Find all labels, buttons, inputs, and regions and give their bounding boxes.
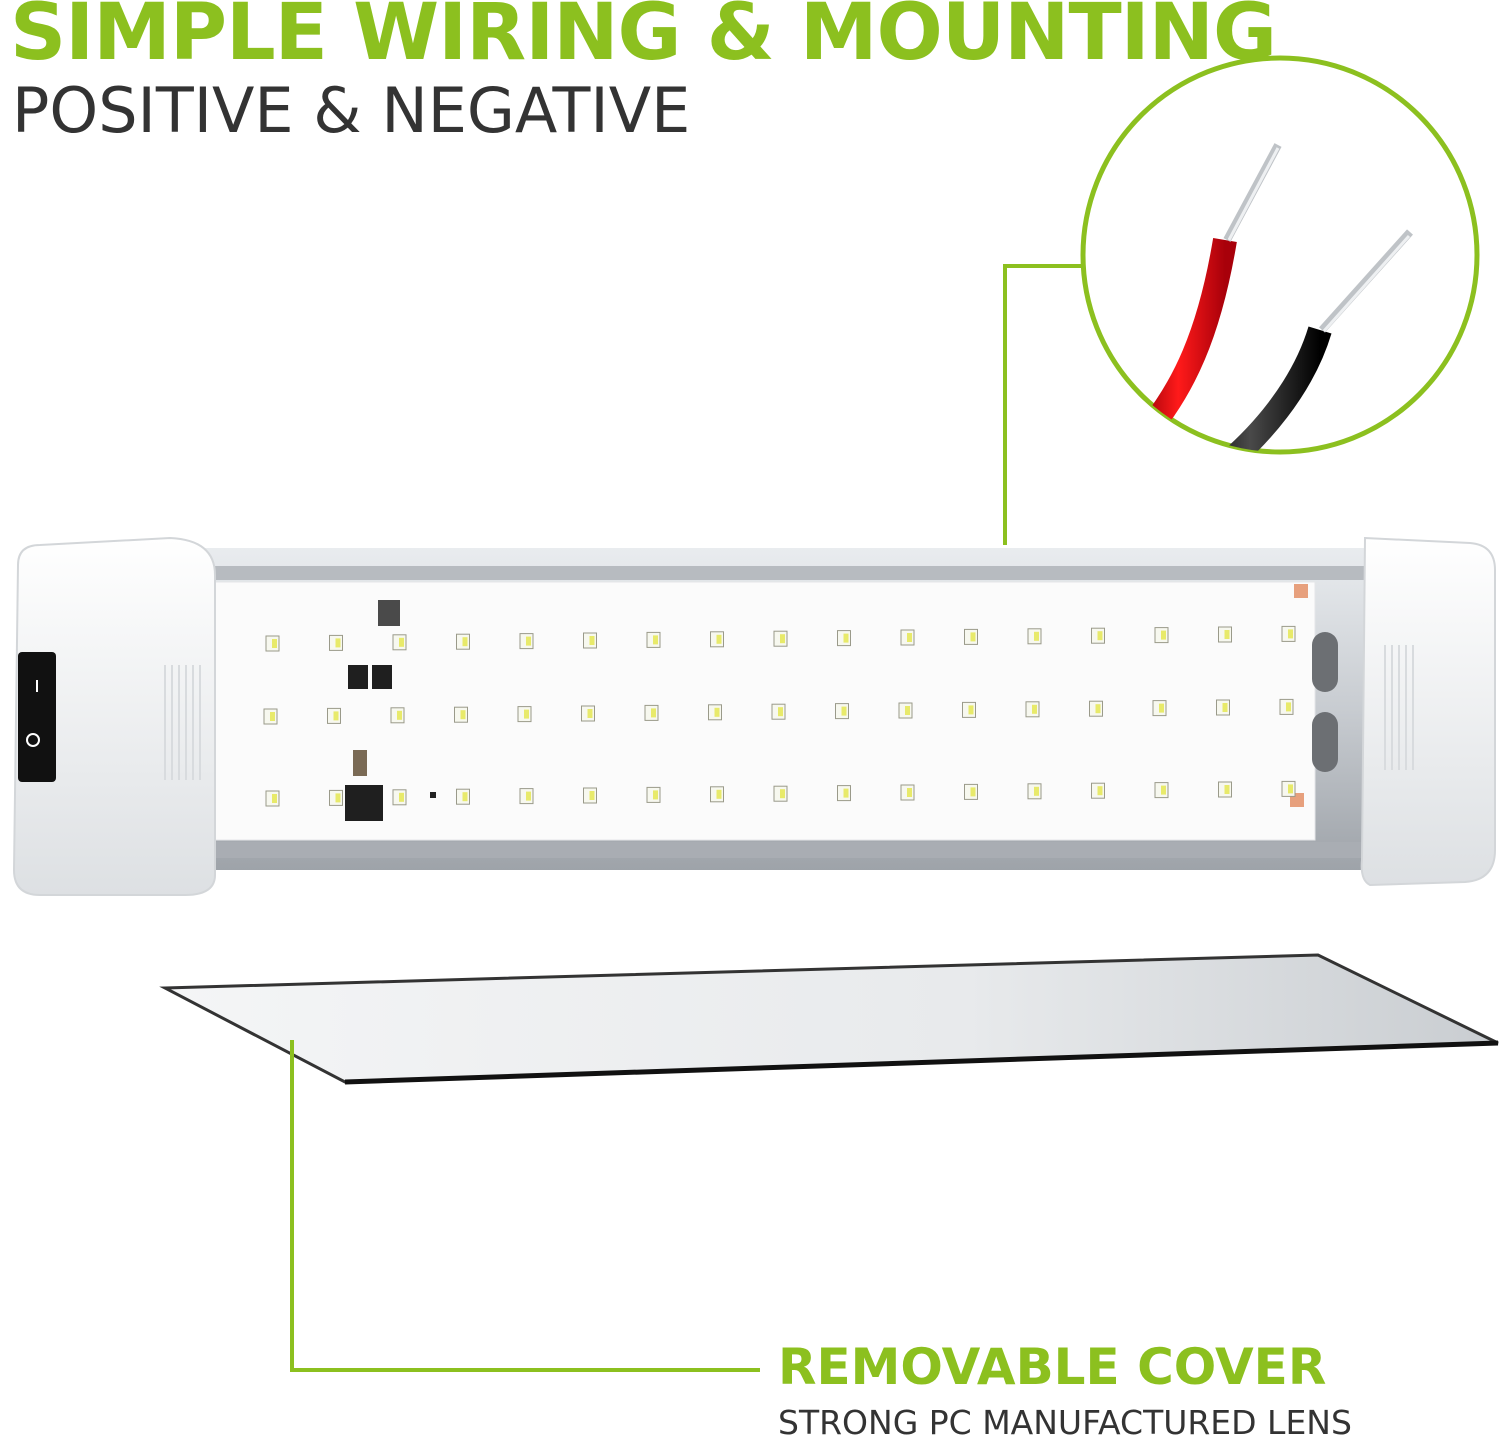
- mounting-slot: [1312, 712, 1338, 772]
- led-chip-phosphor: [843, 633, 849, 643]
- led-chip-phosphor: [714, 707, 720, 717]
- led-chip-phosphor: [1097, 631, 1103, 641]
- led-chip-phosphor: [968, 705, 974, 715]
- led-chip-phosphor: [587, 709, 593, 718]
- wire-detail-circle: [1080, 55, 1480, 455]
- led-chip-phosphor: [460, 710, 466, 720]
- led-chip-phosphor: [1161, 630, 1166, 640]
- led-chip-phosphor: [1097, 786, 1103, 796]
- led-chip-phosphor: [272, 794, 277, 803]
- right-end-cap: [1360, 536, 1496, 887]
- led-chip-phosphor: [843, 788, 849, 798]
- led-chip-phosphor: [462, 637, 468, 647]
- led-chip-phosphor: [462, 792, 468, 802]
- led-light-bar: [12, 536, 1496, 896]
- led-chip-phosphor: [1224, 785, 1230, 794]
- led-chip-phosphor: [907, 633, 912, 642]
- led-chip-phosphor: [335, 793, 341, 803]
- led-chip-phosphor: [780, 789, 785, 799]
- led-chip-phosphor: [272, 639, 277, 648]
- led-chip-phosphor: [780, 634, 785, 644]
- led-chip-phosphor: [1095, 704, 1101, 714]
- led-chip-phosphor: [841, 706, 847, 716]
- mounting-slot: [1312, 632, 1338, 692]
- led-chip-phosphor: [905, 706, 910, 715]
- led-chip-phosphor: [970, 787, 976, 797]
- wire-callout-line: [1003, 264, 1085, 545]
- led-chip-phosphor: [399, 637, 404, 647]
- led-chip-phosphor: [589, 791, 595, 800]
- led-chip-phosphor: [270, 712, 275, 721]
- led-chip-phosphor: [524, 709, 529, 719]
- led-chip-phosphor: [653, 790, 658, 800]
- led-chip-phosphor: [1288, 629, 1293, 639]
- cover-callout-line: [290, 1040, 760, 1372]
- led-chip-phosphor: [333, 711, 339, 721]
- led-chip-phosphor: [907, 788, 912, 797]
- led-chip-phosphor: [589, 636, 595, 645]
- led-chip-grid: [263, 625, 1296, 807]
- led-chip-phosphor: [1159, 703, 1164, 713]
- led-chip-phosphor: [526, 636, 531, 646]
- removable-lens-cover: [159, 953, 1499, 1085]
- led-chip-phosphor: [1222, 703, 1228, 712]
- led-chip-phosphor: [1286, 702, 1291, 712]
- led-chip-phosphor: [1034, 631, 1039, 641]
- cover-callout-title: REMOVABLE COVER: [778, 1338, 1327, 1396]
- led-chip-phosphor: [778, 707, 783, 717]
- led-chip-phosphor: [716, 634, 722, 644]
- led-chip-phosphor: [335, 638, 341, 648]
- page-title: SIMPLE WIRING & MOUNTING: [10, 0, 1277, 78]
- led-chip-phosphor: [653, 635, 658, 645]
- led-chip-phosphor: [716, 789, 722, 799]
- led-chip-phosphor: [651, 708, 656, 718]
- page-subtitle: POSITIVE & NEGATIVE: [12, 74, 691, 147]
- cover-callout-subtitle: STRONG PC MANUFACTURED LENS: [778, 1403, 1352, 1442]
- led-chip-phosphor: [1224, 630, 1230, 639]
- led-chip-phosphor: [397, 710, 402, 720]
- led-chip-phosphor: [1034, 786, 1039, 796]
- led-chip-phosphor: [970, 632, 976, 642]
- left-end-cap: [12, 536, 216, 896]
- led-chip-phosphor: [399, 792, 404, 802]
- rocker-switch-icon: [18, 652, 56, 782]
- led-chip-phosphor: [1032, 704, 1037, 714]
- led-chip-phosphor: [1161, 785, 1166, 795]
- led-chip-phosphor: [1288, 784, 1293, 794]
- led-chip-phosphor: [526, 791, 531, 801]
